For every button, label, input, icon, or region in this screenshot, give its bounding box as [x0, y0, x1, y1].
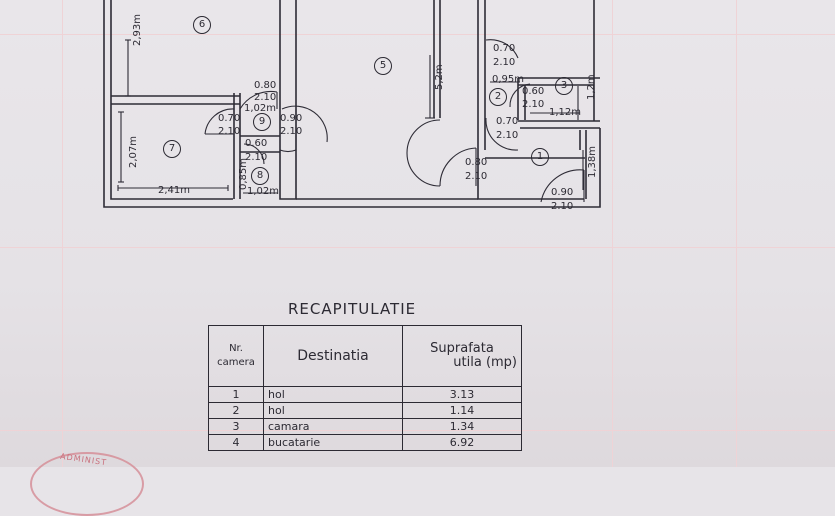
dimension-label: 1,38m [587, 145, 598, 178]
grid-line [0, 247, 835, 248]
door-height-label: 2.10 [551, 201, 574, 212]
grid-line [0, 34, 835, 35]
cell-nr: 3 [208, 418, 264, 435]
door-height-label: 2.10 [254, 92, 277, 103]
door-width-label: 0.70 [218, 113, 241, 124]
door-width-label: 0.90 [280, 113, 303, 124]
dimension-label: 5,2m [434, 64, 445, 90]
dimension-label: 2,93m [132, 13, 143, 46]
door-height-label: 2.10 [465, 171, 488, 182]
grid-line [612, 0, 613, 467]
cell-nr: 2 [208, 402, 264, 419]
header-nr-line1: Nr. [229, 343, 243, 354]
door-width-label: 0.60 [245, 138, 268, 149]
header-suprafata-line2: utila (mp) [453, 355, 517, 370]
door-width-label: 0.90 [551, 187, 574, 198]
door-height-label: 2.10 [493, 57, 516, 68]
table-header-row: Nr. camera Destinatia Suprafata utila (m… [208, 325, 522, 387]
dimension-label: 0,95m [492, 74, 525, 85]
room-number: 9 [253, 113, 271, 131]
cell-nr: 1 [208, 386, 264, 403]
cell-suprafata: 1.14 [402, 402, 522, 419]
dimension-label: 1,12m [549, 107, 582, 118]
cell-destinatia: hol [263, 386, 403, 403]
grid-line [736, 0, 737, 467]
room-number: 1 [531, 148, 549, 166]
door-height-label: 2.10 [522, 99, 545, 110]
header-nr: Nr. camera [208, 325, 264, 387]
recap-table: Nr. camera Destinatia Suprafata utila (m… [208, 325, 522, 451]
door-height-label: 2.10 [245, 152, 268, 163]
door-height-label: 2.10 [496, 130, 519, 141]
cell-destinatia: camara [263, 418, 403, 435]
dimension-label: 2,07m [128, 135, 139, 168]
door-height-label: 2.10 [280, 126, 303, 137]
door-height-label: 2.10 [218, 126, 241, 137]
dimension-label: 2,41m [158, 185, 191, 196]
floor-plan [103, 0, 601, 208]
door-width-label: 0.80 [254, 80, 277, 91]
room-number: 5 [374, 57, 392, 75]
cell-suprafata: 1.34 [402, 418, 522, 435]
recap-title: RECAPITULATIE [288, 300, 417, 318]
cell-destinatia: hol [263, 402, 403, 419]
door-width-label: 0.80 [465, 157, 488, 168]
dimension-label: 1,02m [244, 103, 277, 114]
room-number: 2 [489, 88, 507, 106]
room-number: 7 [163, 140, 181, 158]
cell-suprafata: 6.92 [402, 434, 522, 451]
dimension-label: 1,2m [586, 74, 597, 100]
door-width-label: 0.70 [493, 43, 516, 54]
door-width-label: 0.60 [522, 86, 545, 97]
dimension-label: 1,02m [247, 186, 280, 197]
door-width-label: 0.70 [496, 116, 519, 127]
cell-destinatia: bucatarie [263, 434, 403, 451]
room-number: 8 [251, 167, 269, 185]
cell-suprafata: 3.13 [402, 386, 522, 403]
grid-line [62, 0, 63, 467]
header-suprafata-line1: Suprafata [430, 341, 494, 356]
room-number: 6 [193, 16, 211, 34]
room-number: 3 [555, 77, 573, 95]
header-nr-line2: camera [217, 357, 255, 368]
header-suprafata: Suprafata utila (mp) [402, 325, 522, 387]
cell-nr: 4 [208, 434, 264, 451]
header-destinatia: Destinatia [263, 325, 403, 387]
